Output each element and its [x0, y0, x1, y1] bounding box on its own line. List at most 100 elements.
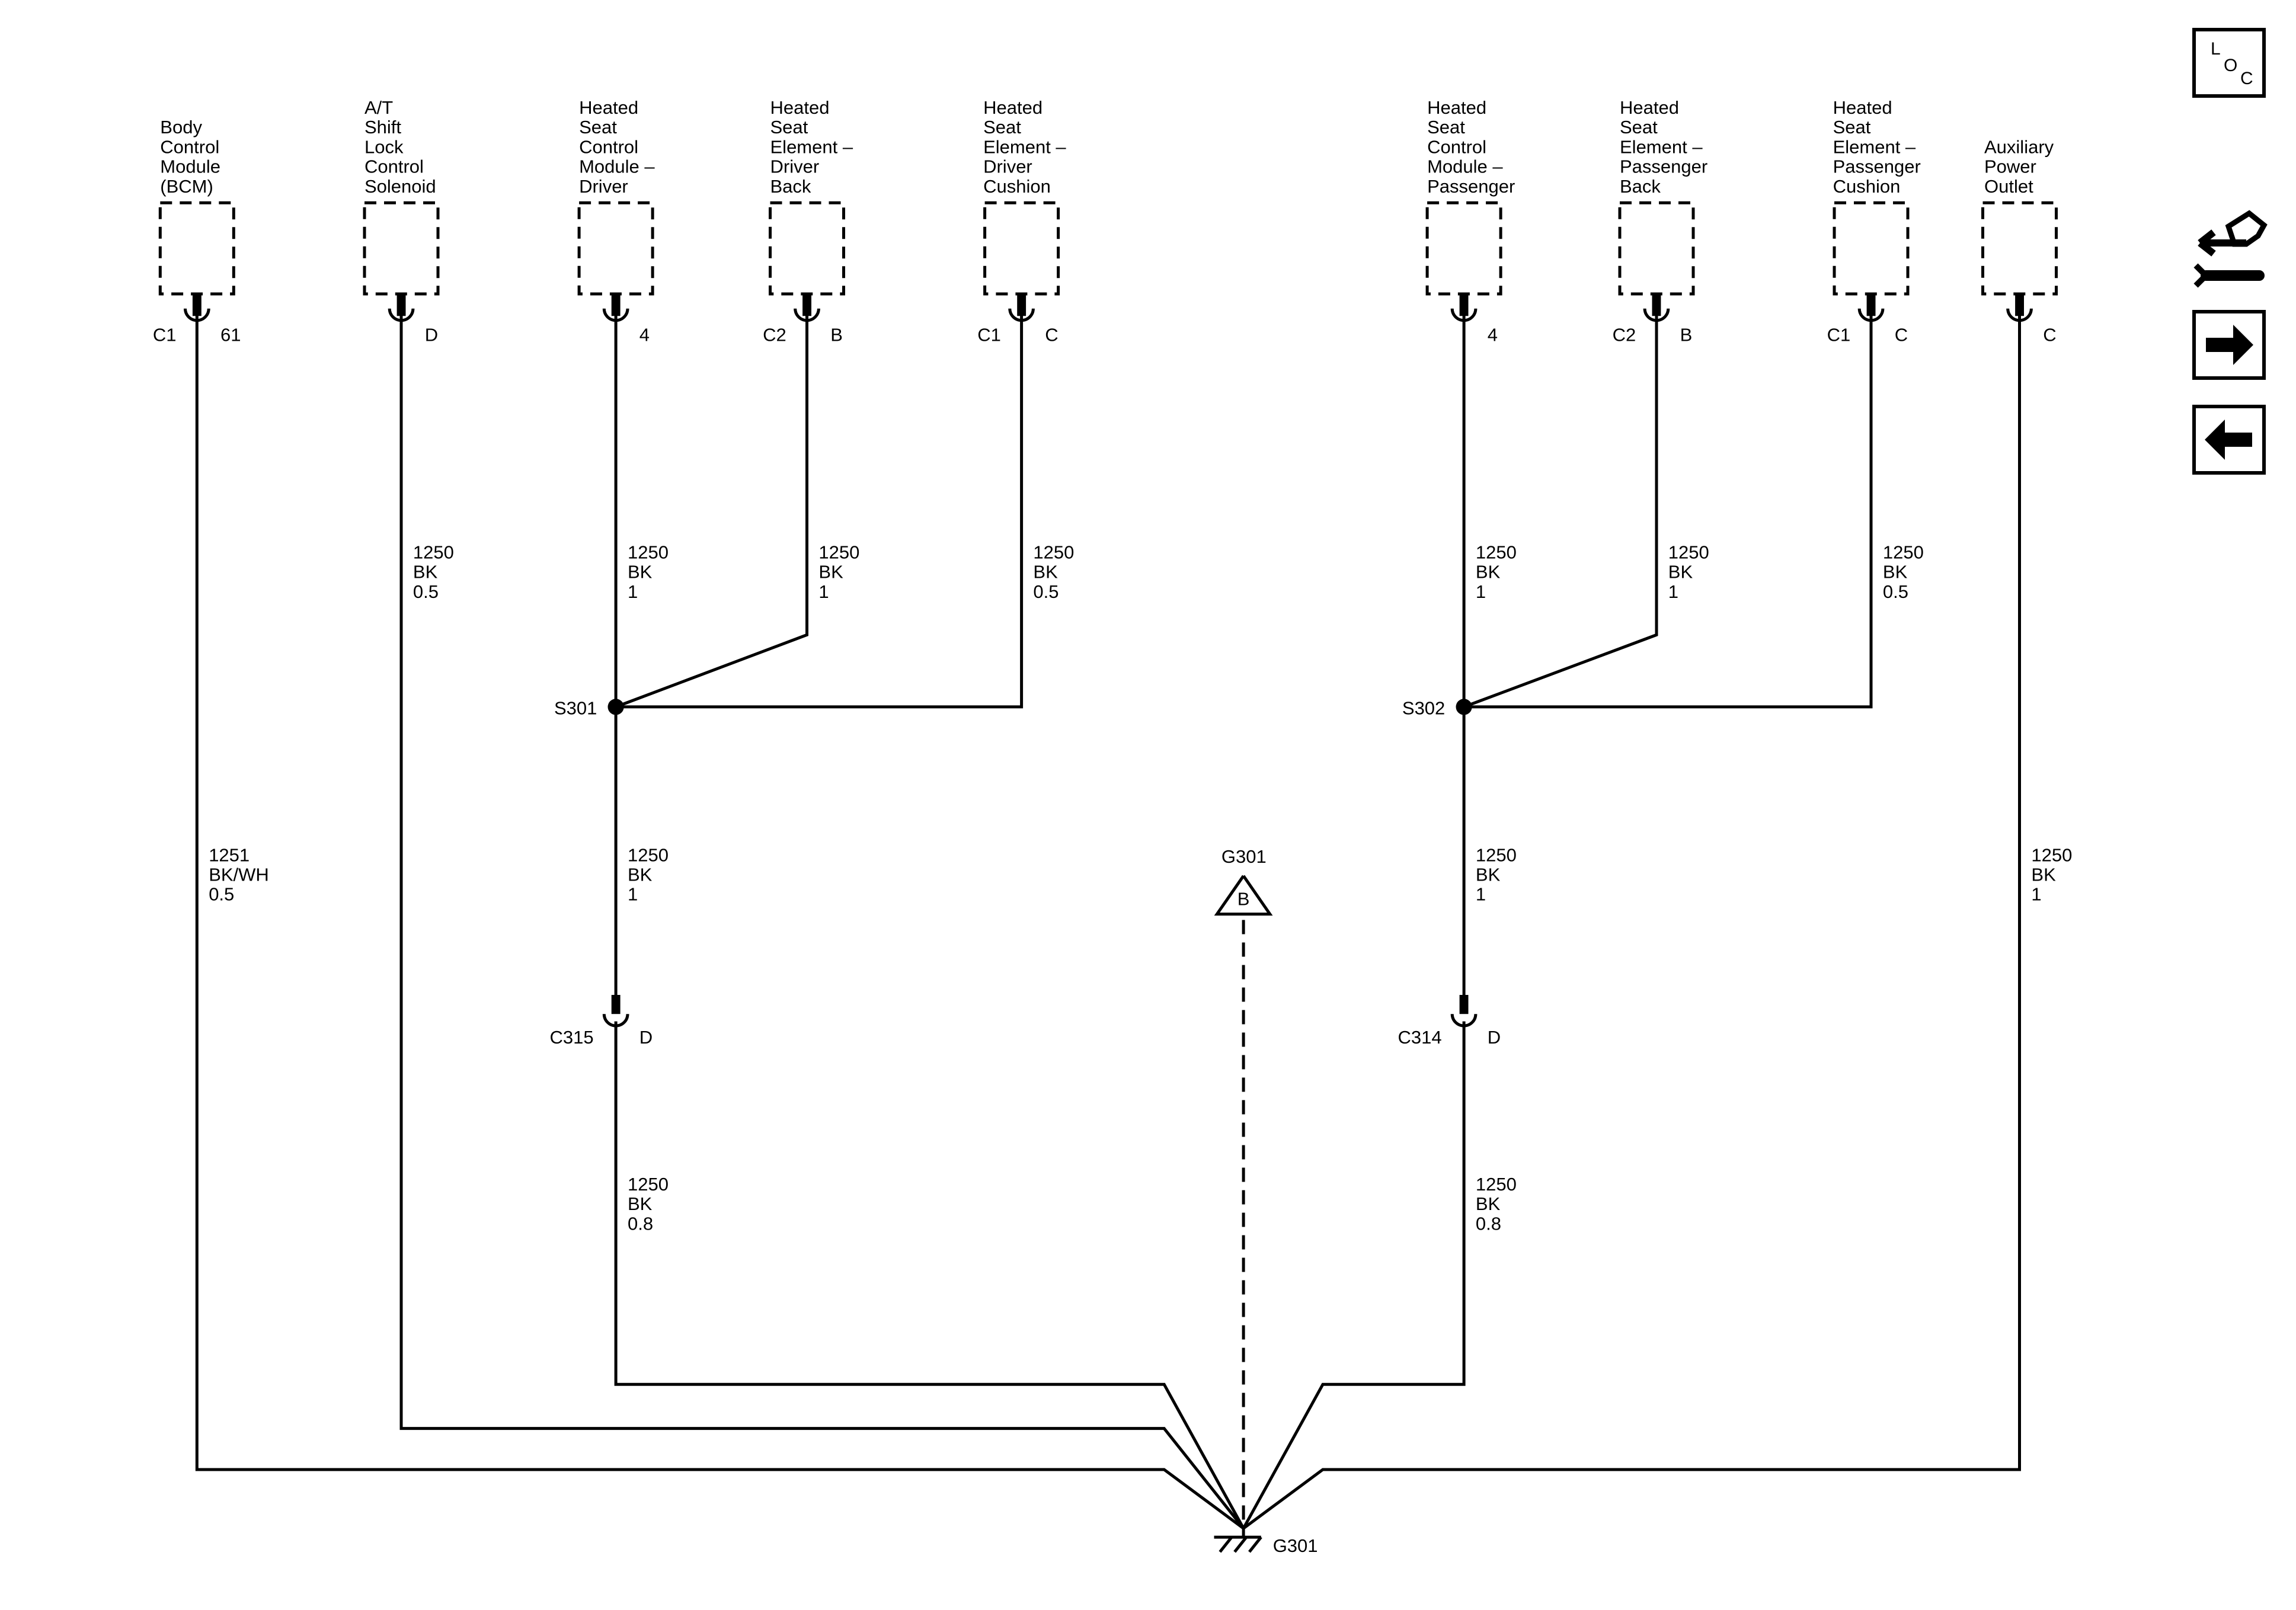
component-label: Heated — [1620, 97, 1679, 118]
component-label: Seat — [1427, 117, 1465, 137]
wire-color: BK — [628, 865, 653, 885]
wire-size: 1 — [818, 581, 829, 602]
wire-color: BK — [818, 562, 843, 582]
component-box — [769, 201, 845, 296]
ground-reference-label: G301 — [1221, 846, 1267, 867]
wire-color: BK — [1476, 865, 1501, 885]
component-label: Control — [579, 136, 638, 157]
wire-circuit-number: 1250 — [1883, 542, 1924, 562]
component-label: Driver — [579, 176, 628, 197]
component-box — [983, 201, 1060, 296]
loc-letter-o: O — [2224, 56, 2237, 75]
component-box — [1981, 201, 2058, 296]
arrow-left-icon[interactable] — [2192, 405, 2266, 475]
connector-id: C1 — [153, 324, 177, 345]
wire-size: 0.8 — [628, 1213, 653, 1234]
wire-size: 1 — [1476, 581, 1486, 602]
component-label: Heated — [579, 97, 638, 118]
wire-size: 1 — [1668, 581, 1678, 602]
connector-id: C2 — [763, 324, 786, 345]
pin-number: B — [830, 324, 843, 345]
ground-symbol-hatch — [1233, 1536, 1248, 1553]
wire-circuit-number: 1250 — [413, 542, 454, 562]
wire-passenger-back — [1463, 314, 1658, 709]
component-box — [1618, 201, 1695, 296]
wire-size: 0.5 — [1033, 581, 1059, 602]
pin-number: D — [425, 324, 438, 345]
component-label: Heated — [770, 97, 830, 118]
component-label: Outlet — [1984, 176, 2033, 197]
wire-color: BK — [413, 562, 438, 582]
component-label: Control — [1427, 136, 1486, 157]
arrow-right-icon[interactable] — [2192, 310, 2266, 380]
loc-icon[interactable]: LOC — [2192, 28, 2266, 98]
loc-letter-l: L — [2211, 39, 2221, 59]
component-label: Seat — [1620, 117, 1658, 137]
pin-tab — [802, 295, 811, 316]
component-label: Seat — [579, 117, 617, 137]
connector-id: C2 — [1613, 324, 1636, 345]
component-label: Control — [364, 156, 424, 177]
wire-circuit-number: 1250 — [1476, 1174, 1517, 1195]
wire-size: 0.5 — [413, 581, 439, 602]
pin-number: 4 — [639, 324, 650, 345]
component-label: Auxiliary — [1984, 136, 2054, 157]
connector-id: C1 — [977, 324, 1001, 345]
wire-circuit-number: 1250 — [1668, 542, 1709, 562]
pin-number: C — [1045, 324, 1058, 345]
wire-at-shift-ground — [399, 314, 1245, 1529]
wire-color: BK — [1476, 1193, 1501, 1214]
wire-circuit-number: 1250 — [1476, 542, 1517, 562]
inline-connector-terminal — [1450, 1014, 1478, 1028]
pin-number: C — [1895, 324, 1908, 345]
connector-id: C1 — [1827, 324, 1851, 345]
component-box — [577, 201, 654, 296]
pin-tab — [1866, 295, 1876, 316]
component-label: A/T — [364, 97, 393, 118]
wire-size: 1 — [2031, 884, 2041, 905]
wire-circuit-number: 1250 — [818, 542, 859, 562]
pin-number: B — [1680, 324, 1693, 345]
component-label: Driver — [770, 156, 820, 177]
component-label: Element – — [1833, 136, 1916, 157]
wire-color: BK — [1668, 562, 1693, 582]
component-label: Seat — [770, 117, 808, 137]
component-box — [363, 201, 440, 296]
wire-passenger-cushion — [1464, 314, 1873, 709]
wire-circuit-number: 1250 — [1033, 542, 1074, 562]
pin-tab — [611, 295, 621, 316]
inline-connector-terminal — [602, 1014, 629, 1028]
component-box — [158, 201, 235, 296]
connector-wrench-icon[interactable] — [2193, 210, 2268, 288]
component-label: Module – — [579, 156, 655, 177]
inline-connector-id: C314 — [1398, 1027, 1442, 1048]
component-label: Control — [160, 136, 219, 157]
wire-size: 1 — [1476, 884, 1486, 905]
component-label: Heated — [983, 97, 1043, 118]
component-label: Cushion — [983, 176, 1051, 197]
wire-color: BK — [1033, 562, 1058, 582]
pin-number: 4 — [1488, 324, 1498, 345]
wire-circuit-number: 1251 — [209, 844, 250, 865]
component-label: Driver — [983, 156, 1032, 177]
inline-connector-pin: D — [1488, 1027, 1501, 1048]
wire-bcm-ground — [195, 314, 1245, 1530]
pin-tab — [1017, 295, 1027, 316]
wire-size: 0.5 — [209, 884, 234, 905]
wire-driver-cushion — [616, 314, 1024, 709]
splice-dot — [1456, 699, 1472, 715]
wire-aux-ground — [1242, 314, 2021, 1530]
wire-circuit-number: 1250 — [628, 542, 669, 562]
pin-tab — [192, 295, 202, 316]
component-label: Passenger — [1833, 156, 1921, 177]
wire-color: BK — [628, 1193, 653, 1214]
component-label: Element – — [983, 136, 1066, 157]
component-label: Solenoid — [364, 176, 436, 197]
component-label: Shift — [364, 117, 401, 137]
component-label: Module — [160, 156, 220, 177]
component-label: Body — [160, 117, 202, 137]
component-label: Element – — [770, 136, 853, 157]
pin-tab — [396, 295, 406, 316]
inline-connector-pin: D — [639, 1027, 653, 1048]
wire-color: BK — [2031, 865, 2056, 885]
